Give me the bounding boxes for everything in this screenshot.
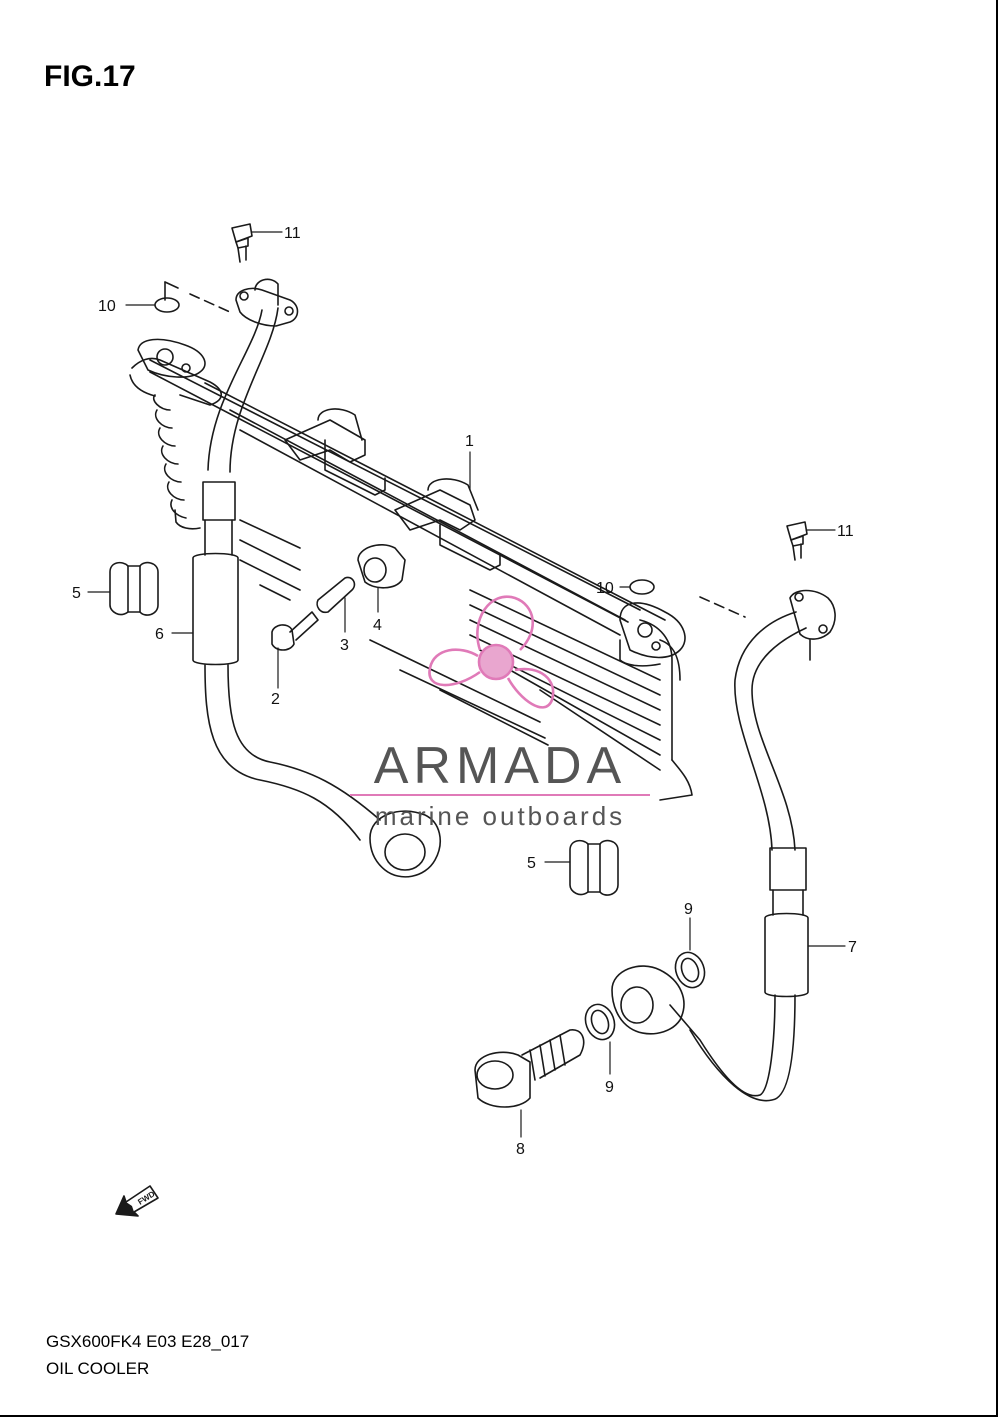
clamp-part-5-right [569, 839, 619, 896]
left-oil-hose [192, 278, 441, 878]
figure-name: OIL COOLER [46, 1359, 150, 1378]
leader-lines [87, 231, 846, 1138]
callout-6: 6 [155, 626, 164, 643]
callout-7: 7 [848, 939, 857, 956]
callout-8: 8 [516, 1141, 525, 1158]
callout-10-left: 10 [98, 298, 116, 315]
union-bolt-part-8 [474, 1029, 585, 1108]
callout-2: 2 [271, 691, 280, 708]
right-oil-hose [611, 589, 836, 1102]
callout-5-right: 5 [527, 855, 536, 872]
spacer-part-3 [316, 576, 356, 614]
callout-4: 4 [373, 617, 382, 634]
callout-5-left: 5 [72, 585, 81, 602]
gasket-washers-part-9 [584, 951, 706, 1041]
callout-11-right: 11 [837, 523, 854, 540]
model-code: GSX600FK4 E03 E28_017 [46, 1332, 250, 1351]
bolts-part-11 [231, 223, 808, 561]
callout-3: 3 [340, 637, 349, 654]
bolt-part-2 [271, 611, 319, 651]
callout-9-top: 9 [684, 901, 693, 918]
armada-watermark: ARMADA marine outboards [350, 595, 650, 831]
o-rings-part-10 [154, 297, 655, 595]
callout-9-bottom: 9 [605, 1079, 614, 1096]
clamp-part-5-left [109, 561, 159, 616]
watermark-brand: ARMADA [374, 737, 626, 795]
callout-11-top: 11 [284, 225, 301, 242]
grommet-part-4 [357, 544, 406, 589]
watermark-tagline: marine outboards [375, 801, 625, 831]
callout-10-right: 10 [596, 580, 614, 597]
callout-1: 1 [465, 433, 474, 450]
propeller-logo [428, 595, 555, 709]
fwd-arrow-icon: FWD [115, 1185, 159, 1217]
figure-title: FIG.17 [44, 60, 136, 93]
oil-cooler-core [129, 281, 811, 801]
callouts: 1 2 3 4 5 5 6 7 8 9 9 10 10 11 11 [72, 225, 857, 1158]
